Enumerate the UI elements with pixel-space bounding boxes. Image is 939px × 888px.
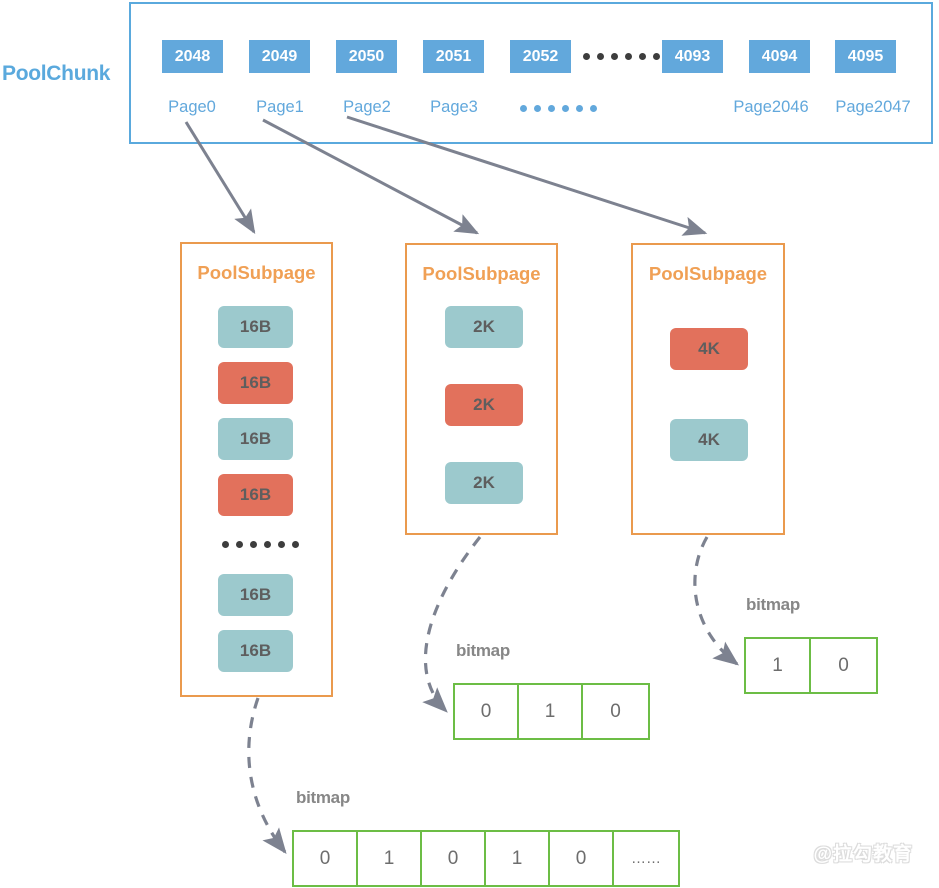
bitmap-3-cell-1[interactable]: 1 (358, 832, 422, 885)
bitmap-3: 0 1 0 1 0 …… (292, 830, 680, 887)
bitmap-1-label: bitmap (746, 595, 800, 614)
poolsubpage-1-block-1[interactable]: 16B (218, 362, 293, 404)
chunk-page-label-3: Page3 (430, 98, 478, 116)
poolsubpage-1-ellipsis (222, 541, 299, 548)
arrow-subpage3-to-bitmap1 (693, 536, 740, 666)
bitmap-3-cell-5[interactable]: …… (631, 850, 661, 867)
bitmap-2: 0 1 0 (453, 683, 650, 740)
arrow-subpage1-to-bitmap3 (247, 697, 287, 855)
poolchunk-label: PoolChunk (2, 62, 111, 85)
poolsubpage-2-block-2[interactable]: 2K (445, 462, 523, 504)
chunk-page-label-0: Page0 (168, 98, 216, 116)
bitmap-3-cell-3[interactable]: 1 (486, 832, 550, 885)
bitmap-2-label: bitmap (456, 641, 510, 660)
poolsubpage-3[interactable]: PoolSubpage (631, 243, 785, 535)
chunk-cell-3[interactable]: 2051 (423, 40, 484, 73)
chunk-cells-ellipsis (583, 53, 660, 60)
poolsubpage-3-title: PoolSubpage (648, 263, 768, 284)
bitmap-3-cell-4[interactable]: 0 (550, 832, 614, 885)
poolsubpage-1-block-4[interactable]: 16B (218, 574, 293, 616)
poolsubpage-2-block-1[interactable]: 2K (445, 384, 523, 426)
bitmap-1-cell-0[interactable]: 1 (746, 639, 811, 692)
chunk-cell-4[interactable]: 2052 (510, 40, 571, 73)
chunk-page-label-1: Page1 (256, 98, 304, 116)
chunk-cell-1[interactable]: 2049 (249, 40, 310, 73)
watermark: @拉勾教育 (813, 844, 913, 865)
chunk-cell-0[interactable]: 2048 (162, 40, 223, 73)
poolsubpage-2-title: PoolSubpage (422, 263, 541, 284)
chunk-page-label-7: Page2047 (835, 98, 911, 116)
bitmap-2-cell-0[interactable]: 0 (455, 685, 519, 738)
poolsubpage-1-block-0[interactable]: 16B (218, 306, 293, 348)
poolsubpage-3-block-0[interactable]: 4K (670, 328, 748, 370)
bitmap-2-cell-2[interactable]: 0 (610, 700, 621, 722)
poolchunk-container (129, 2, 933, 144)
chunk-pages-ellipsis (520, 105, 597, 112)
chunk-cell-5[interactable]: 4093 (662, 40, 723, 73)
bitmap-3-label: bitmap (296, 788, 350, 807)
chunk-cell-7[interactable]: 4095 (835, 40, 896, 73)
bitmap-2-cell-1[interactable]: 1 (519, 685, 583, 738)
bitmap-1-cell-1[interactable]: 0 (838, 654, 849, 676)
chunk-page-label-6: Page2046 (733, 98, 809, 116)
bitmap-1: 1 0 (744, 637, 878, 694)
bitmap-3-cell-2[interactable]: 0 (422, 832, 486, 885)
poolsubpage-1-block-2[interactable]: 16B (218, 418, 293, 460)
poolsubpage-1-block-3[interactable]: 16B (218, 474, 293, 516)
poolsubpage-2-block-0[interactable]: 2K (445, 306, 523, 348)
poolsubpage-3-block-1[interactable]: 4K (670, 419, 748, 461)
chunk-cell-2[interactable]: 2050 (336, 40, 397, 73)
chunk-page-label-2: Page2 (343, 98, 391, 116)
poolsubpage-1-title: PoolSubpage (197, 262, 316, 283)
chunk-cell-6[interactable]: 4094 (749, 40, 810, 73)
poolsubpage-1-block-5[interactable]: 16B (218, 630, 293, 672)
bitmap-3-cell-0[interactable]: 0 (294, 832, 358, 885)
